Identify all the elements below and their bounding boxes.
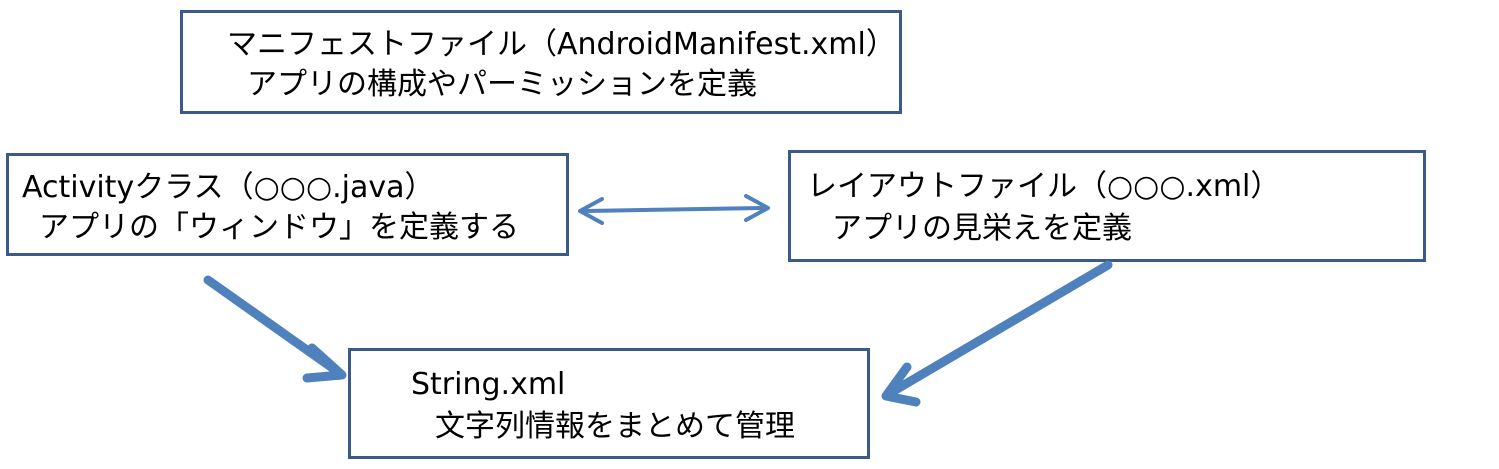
activity-class-box: Activityクラス（○○○.java） アプリの「ウィンドウ」を定義する [6,153,569,256]
layout-title: レイアウトファイル（○○○.xml） [807,169,1281,204]
manifest-file-box: マニフェストファイル（AndroidManifest.xml） アプリの構成やパ… [180,10,902,114]
layout-description: アプリの見栄えを定義 [832,211,1132,246]
activity-title: Activityクラス（○○○.java） [22,170,435,205]
manifest-description: アプリの構成やパーミッションを定義 [247,67,757,102]
activity-description: アプリの「ウィンドウ」を定義する [39,210,519,245]
string-title: String.xml [411,367,566,402]
activity-to-string-arrow [203,275,347,383]
bidirectional-arrow [578,194,770,225]
string-description: 文字列情報をまとめて管理 [435,409,795,444]
manifest-title: マニフェストファイル（AndroidManifest.xml） [227,27,896,62]
string-xml-box: String.xml 文字列情報をまとめて管理 [348,348,870,459]
layout-to-string-arrow [881,260,1113,407]
layout-file-box: レイアウトファイル（○○○.xml） アプリの見栄えを定義 [788,150,1426,262]
